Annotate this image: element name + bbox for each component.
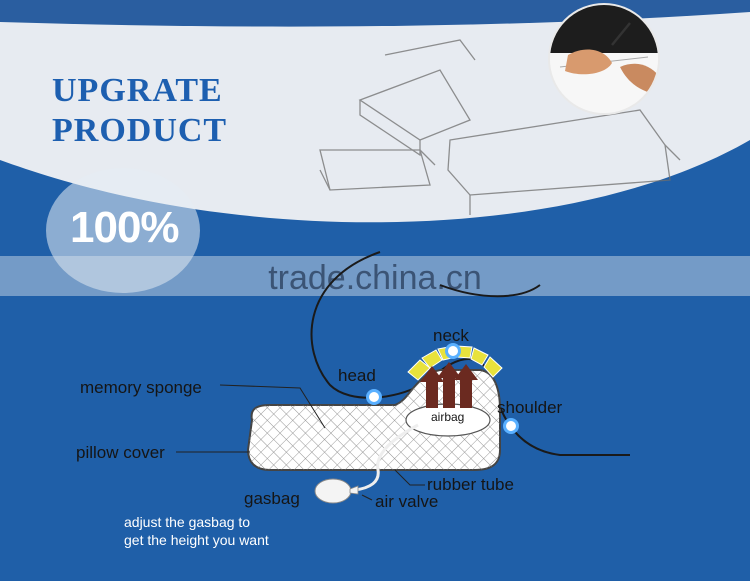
rubber-tube bbox=[354, 423, 419, 492]
head-label: head bbox=[338, 366, 376, 385]
instruction-line-2: get the height you want bbox=[124, 532, 269, 548]
percent-badge-text: 100% bbox=[70, 203, 180, 252]
watermark-band bbox=[0, 256, 750, 296]
air-valve-label: air valve bbox=[375, 492, 439, 511]
lift-arrows bbox=[420, 362, 478, 408]
gasbag-label: gasbag bbox=[244, 489, 300, 508]
percent-badge bbox=[46, 168, 200, 293]
memory-sponge-label: memory sponge bbox=[80, 378, 202, 397]
pillow-cover-label: pillow cover bbox=[76, 443, 165, 462]
head-dot bbox=[369, 392, 379, 402]
watermark: trade.china.cn bbox=[268, 259, 482, 297]
neck-label: neck bbox=[433, 326, 469, 345]
head-outline bbox=[310, 251, 431, 399]
airbag-label: airbag bbox=[431, 410, 465, 424]
neck-dot bbox=[448, 346, 458, 356]
shoulder-label: shoulder bbox=[497, 398, 563, 417]
neck-pad-segments bbox=[407, 345, 503, 381]
headline-line-1: UPGRATE bbox=[52, 72, 223, 109]
headline-line-2: PRODUCT bbox=[52, 112, 228, 149]
shoulder-dot bbox=[506, 421, 516, 431]
gasbag-bulb bbox=[314, 478, 352, 504]
rubber-tube-label: rubber tube bbox=[427, 475, 514, 494]
instruction-line-1: adjust the gasbag to bbox=[124, 514, 251, 530]
